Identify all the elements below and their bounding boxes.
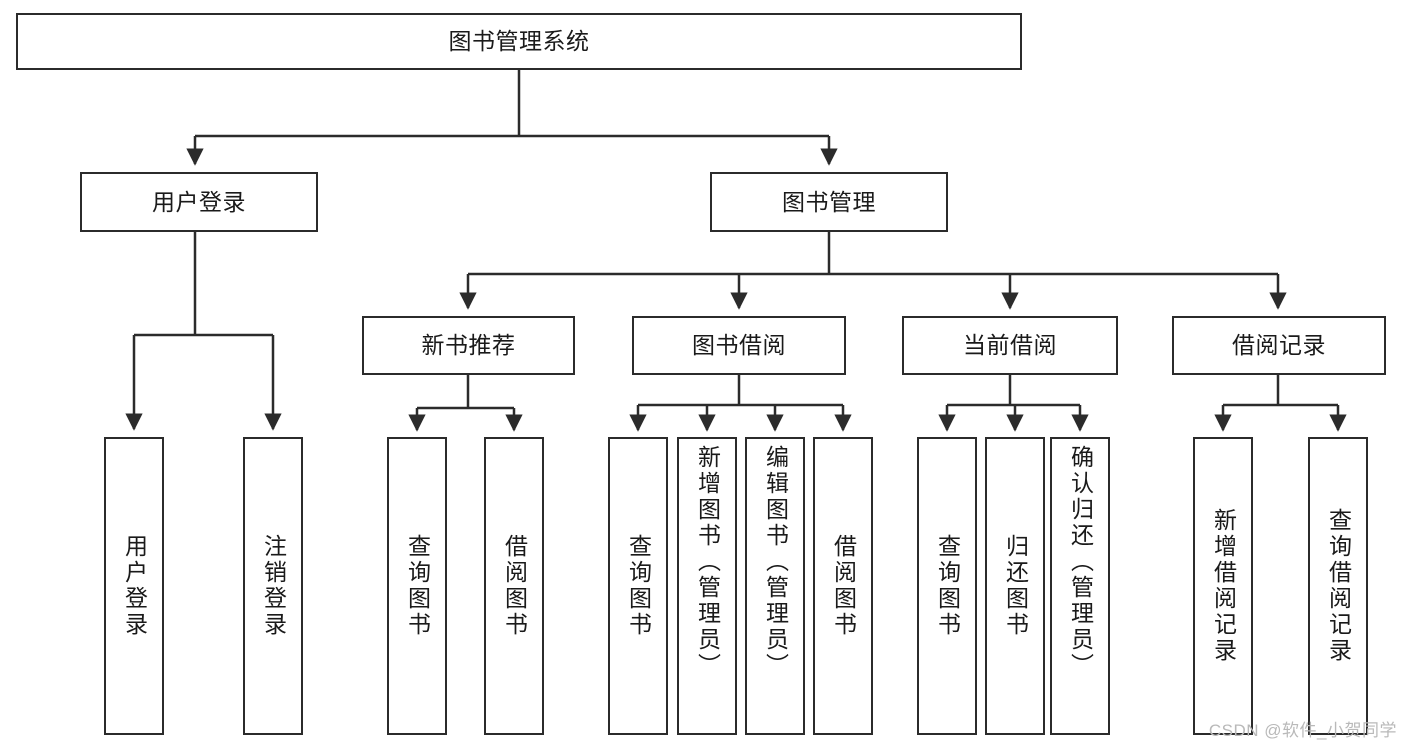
node-current-borrow[interactable]: 当前借阅 <box>902 316 1118 375</box>
node-label: 新增图书（管理员） <box>694 445 721 679</box>
node-label: 注销登录 <box>260 534 287 638</box>
node-label: 编辑图书（管理员） <box>762 445 789 679</box>
node-label: 图书管理系统 <box>448 28 590 55</box>
node-user-login[interactable]: 用户登录 <box>80 172 318 232</box>
node-book-management[interactable]: 图书管理 <box>710 172 948 232</box>
node-root-book-management-system[interactable]: 图书管理系统 <box>16 13 1022 70</box>
node-label: 确认归还（管理员） <box>1067 445 1094 679</box>
node-label: 用户登录 <box>152 188 246 215</box>
leaf-current-borrow-query-book[interactable]: 查询图书 <box>917 437 977 735</box>
node-label: 用户登录 <box>121 534 148 638</box>
node-label: 归还图书 <box>1002 534 1029 638</box>
leaf-book-borrow-edit-book-admin[interactable]: 编辑图书（管理员） <box>745 437 805 735</box>
node-new-book-recommend[interactable]: 新书推荐 <box>362 316 575 375</box>
node-label: 查询借阅记录 <box>1325 508 1352 664</box>
node-borrow-record[interactable]: 借阅记录 <box>1172 316 1386 375</box>
leaf-user-login-logout[interactable]: 注销登录 <box>243 437 303 735</box>
node-label: 图书借阅 <box>692 332 786 359</box>
node-label: 查询图书 <box>625 534 652 638</box>
leaf-book-borrow-borrow-book[interactable]: 借阅图书 <box>813 437 873 735</box>
node-label: 图书管理 <box>782 188 876 215</box>
node-label: 查询图书 <box>404 534 431 638</box>
node-label: 当前借阅 <box>963 332 1057 359</box>
leaf-current-borrow-confirm-return-admin[interactable]: 确认归还（管理员） <box>1050 437 1110 735</box>
node-label: 借阅记录 <box>1232 332 1326 359</box>
node-label: 借阅图书 <box>830 534 857 638</box>
node-label: 查询图书 <box>934 534 961 638</box>
leaf-current-borrow-return-book[interactable]: 归还图书 <box>985 437 1045 735</box>
node-label: 新增借阅记录 <box>1210 508 1237 664</box>
leaf-new-book-query-book[interactable]: 查询图书 <box>387 437 447 735</box>
node-label: 借阅图书 <box>501 534 528 638</box>
leaf-book-borrow-query-book[interactable]: 查询图书 <box>608 437 668 735</box>
leaf-user-login-login[interactable]: 用户登录 <box>104 437 164 735</box>
leaf-new-book-borrow-book[interactable]: 借阅图书 <box>484 437 544 735</box>
leaf-borrow-record-add-record[interactable]: 新增借阅记录 <box>1193 437 1253 735</box>
csdn-watermark: CSDN @软件_小贺同学 <box>1208 721 1397 740</box>
node-label: 新书推荐 <box>421 332 516 359</box>
leaf-borrow-record-query-record[interactable]: 查询借阅记录 <box>1308 437 1368 735</box>
node-book-borrow[interactable]: 图书借阅 <box>632 316 846 375</box>
leaf-book-borrow-add-book-admin[interactable]: 新增图书（管理员） <box>677 437 737 735</box>
